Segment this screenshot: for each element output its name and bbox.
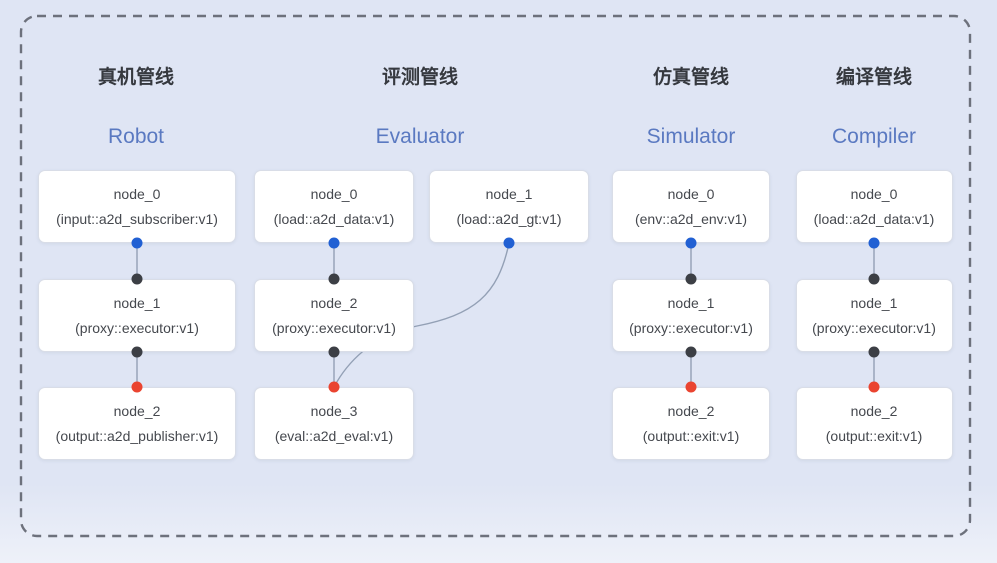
node-box-robot-node_2: node_2(output::a2d_publisher:v1) (38, 387, 236, 460)
node-box-compiler-node_2: node_2(output::exit:v1) (795, 387, 953, 460)
node-name: node_0 (850, 185, 898, 202)
node-type: (load::a2d_data:v1) (273, 210, 395, 227)
pipeline-title-en-robot: Robot (107, 125, 165, 148)
node-name: node_2 (310, 294, 358, 311)
pipeline-title-zh-compiler: 编译管线 (835, 67, 913, 88)
node-type: (output::exit:v1) (642, 427, 740, 444)
node-type: (output::exit:v1) (825, 427, 923, 444)
node-box-simulator-node_0: node_0(env::a2d_env:v1) (612, 170, 770, 243)
node-box-evaluator-node_2: node_2(proxy::executor:v1) (254, 279, 414, 352)
node-type: (eval::a2d_eval:v1) (274, 427, 394, 444)
node-name: node_2 (850, 402, 898, 419)
node-name: node_2 (667, 402, 715, 419)
node-box-robot-node_1: node_1(proxy::executor:v1) (38, 279, 236, 352)
node-type: (load::a2d_data:v1) (813, 210, 935, 227)
pipeline-title-zh-robot: 真机管线 (97, 67, 175, 88)
node-box-compiler-node_1: node_1(proxy::executor:v1) (795, 279, 953, 352)
node-type: (proxy::executor:v1) (629, 319, 753, 336)
node-name: node_0 (667, 185, 715, 202)
node-name: node_1 (667, 294, 715, 311)
node-name: node_1 (113, 294, 161, 311)
node-box-evaluator-node_1: node_1(load::a2d_gt:v1) (429, 170, 589, 243)
pipeline-title-en-evaluator: Evaluator (375, 125, 465, 148)
pipeline-title-zh-evaluator: 评测管线 (381, 67, 459, 88)
pipeline-title-zh-simulator: 仿真管线 (652, 67, 730, 88)
pipeline-title-en-simulator: Simulator (646, 125, 736, 148)
node-box-evaluator-node_0: node_0(load::a2d_data:v1) (254, 170, 414, 243)
node-box-robot-node_0: node_0(input::a2d_subscriber:v1) (38, 170, 236, 243)
node-type: (load::a2d_gt:v1) (456, 210, 562, 227)
node-type: (proxy::executor:v1) (272, 319, 396, 336)
node-type: (output::a2d_publisher:v1) (55, 427, 219, 444)
node-type: (proxy::executor:v1) (812, 319, 936, 336)
node-type: (input::a2d_subscriber:v1) (56, 210, 218, 227)
node-name: node_1 (850, 294, 898, 311)
node-name: node_0 (113, 185, 161, 202)
node-type: (env::a2d_env:v1) (634, 210, 748, 227)
node-box-evaluator-node_3: node_3(eval::a2d_eval:v1) (254, 387, 414, 460)
node-name: node_3 (310, 402, 358, 419)
node-box-simulator-node_2: node_2(output::exit:v1) (612, 387, 770, 460)
node-name: node_2 (113, 402, 161, 419)
node-name: node_0 (310, 185, 358, 202)
pipeline-title-en-compiler: Compiler (831, 125, 917, 148)
node-box-compiler-node_0: node_0(load::a2d_data:v1) (795, 170, 953, 243)
node-type: (proxy::executor:v1) (75, 319, 199, 336)
node-name: node_1 (485, 185, 533, 202)
node-box-simulator-node_1: node_1(proxy::executor:v1) (612, 279, 770, 352)
